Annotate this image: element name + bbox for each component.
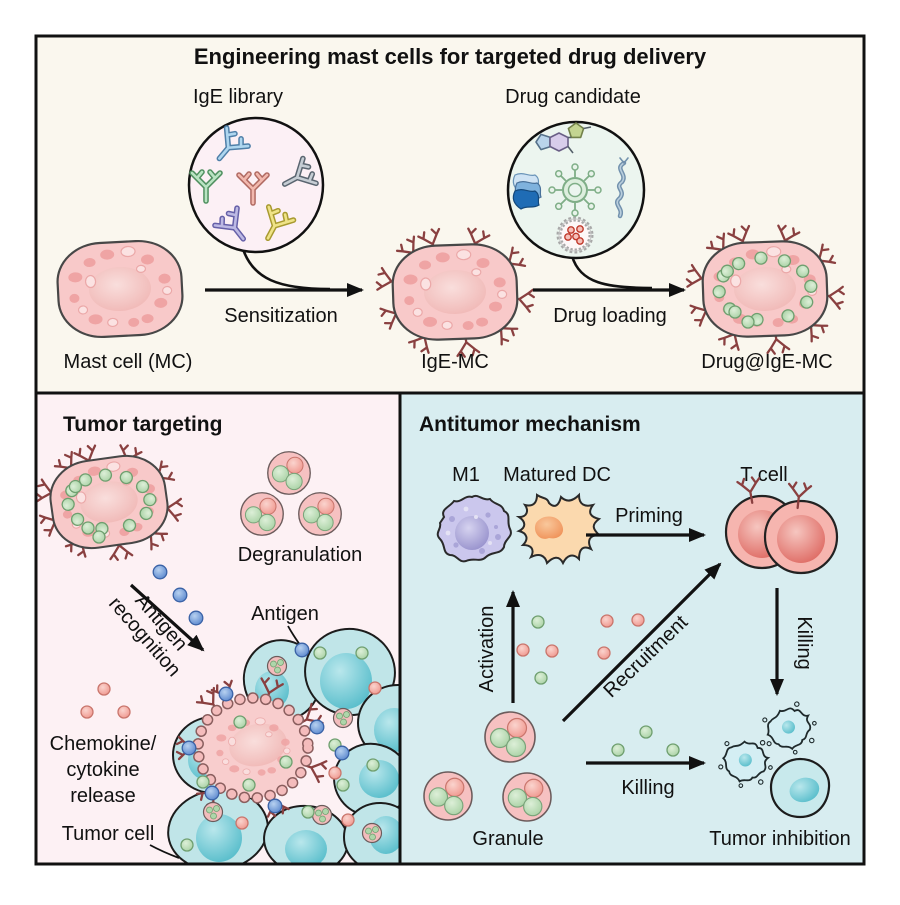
dendrimer-icon — [548, 163, 602, 217]
tumor-cell-cluster — [167, 627, 399, 863]
mast-cell-label: Mast cell (MC) — [64, 351, 193, 373]
svg-text:release: release — [70, 785, 136, 807]
tumor-targeting-title: Tumor targeting — [63, 413, 222, 436]
ige-library-circle — [187, 116, 325, 254]
dc-cell — [515, 492, 602, 566]
priming-label: Priming — [615, 505, 683, 527]
svg-text:cytokine: cytokine — [66, 759, 139, 781]
tumor-inhibition-label: Tumor inhibition — [709, 828, 851, 850]
drug-candidate-connector — [570, 255, 653, 290]
liposome-icon — [556, 216, 594, 254]
mast-cell — [54, 237, 186, 341]
drug-candidate-circle — [506, 120, 646, 260]
chemical-structure-icon — [535, 122, 592, 154]
dc-label: Matured DC — [503, 464, 611, 486]
svg-text:Chemokine/: Chemokine/ — [50, 733, 157, 755]
antigen-recognition-arrow — [129, 583, 205, 652]
chemokine-release-label: Chemokine/ cytokine release — [50, 733, 157, 807]
recruitment-arrow — [561, 562, 722, 723]
activation-label: Activation — [476, 606, 498, 693]
killing-down-label: Killing — [793, 616, 815, 669]
tumor-cell-label: Tumor cell — [62, 823, 155, 845]
peptide-icon — [614, 157, 629, 219]
drug-candidate-label: Drug candidate — [505, 86, 641, 108]
antitumor-title: Antitumor mechanism — [419, 413, 641, 436]
antigen-label: Antigen — [251, 603, 319, 625]
sensitization-label: Sensitization — [224, 305, 337, 327]
tumor-inhibition-cell — [769, 757, 831, 819]
degranulating-mast-cell — [175, 675, 330, 820]
ige-library-label: IgE library — [193, 86, 283, 108]
m1-label: M1 — [452, 464, 480, 486]
ige-mc-label: IgE-MC — [421, 351, 489, 373]
degranulation-label: Degranulation — [238, 544, 363, 566]
drug-ige-mc-label: Drug@IgE-MC — [701, 351, 832, 373]
antitumor-panel-border — [398, 391, 866, 866]
granule-label: Granule — [472, 828, 543, 850]
figure-title: Engineering mast cells for targeted drug… — [194, 44, 707, 69]
killing-label: Killing — [621, 777, 674, 799]
m1-cell — [436, 494, 512, 563]
t-cell-label: T cell — [740, 464, 787, 486]
tumor-cell-pointer — [149, 844, 180, 859]
t-cell-pair — [724, 475, 839, 575]
drug-loading-label: Drug loading — [553, 305, 666, 327]
protein-icon — [512, 172, 542, 210]
